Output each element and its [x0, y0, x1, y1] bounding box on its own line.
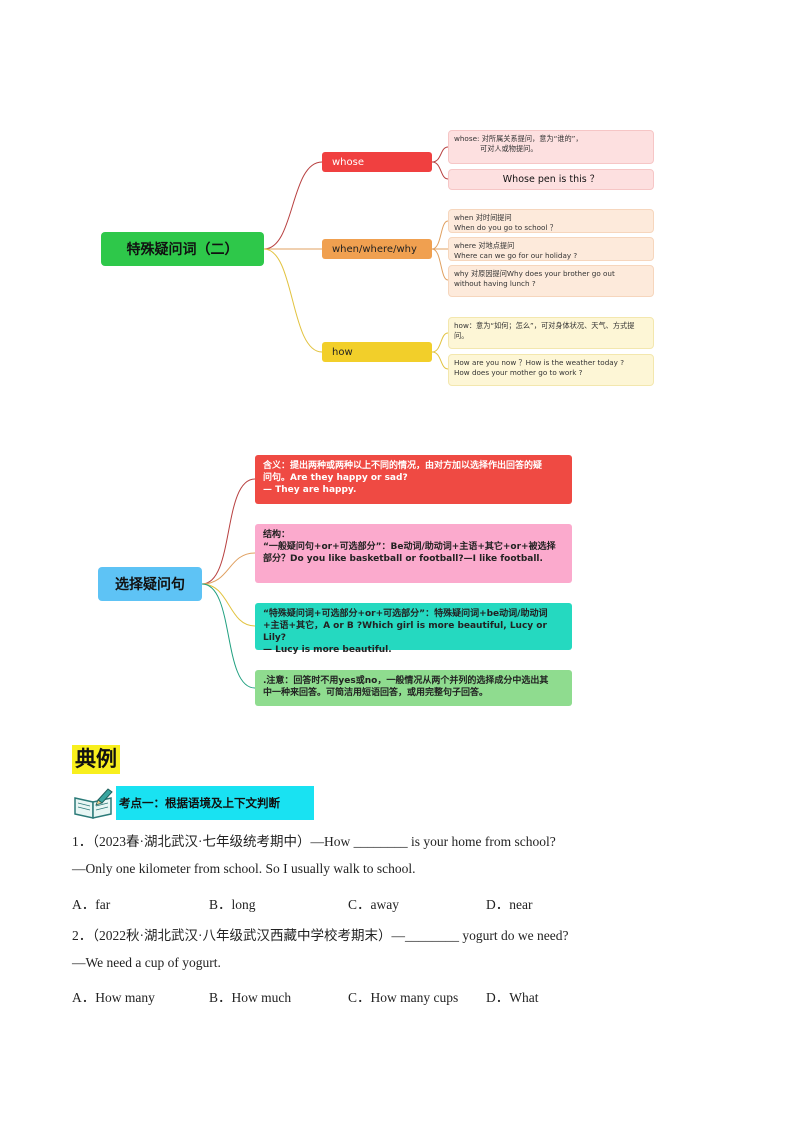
special-question-line2: +主语+其它，A or B ?Which girl is more beauti… — [263, 621, 547, 643]
question-1-option-c[interactable]: C．away — [348, 897, 399, 912]
special-question-line1: “特殊疑问词+可选部分+or+可选部分”：特殊疑问词+be动词/助动词 — [263, 609, 548, 619]
meaning-line2: 问句。Are they happy or sad? — [263, 473, 408, 483]
meaning-box: 含义：提出两种或两种以上不同的情况，由对方加以选择作出回答的疑 问句。Are t… — [255, 455, 572, 504]
meaning-line1: 含义：提出两种或两种以上不同的情况，由对方加以选择作出回答的疑 — [263, 461, 543, 471]
meaning-line3: — They are happy. — [263, 485, 357, 495]
where-leaf-line2: Where can we go for our holiday ? — [454, 250, 578, 260]
why-leaf-line1: why 对原因提问Why does your brother go out — [454, 269, 615, 278]
branch-whose: whose — [322, 152, 432, 172]
section-heading: 典例 — [72, 745, 120, 774]
how-example-line1: How are you now ？How is the weather toda… — [454, 358, 625, 367]
how-definition-line2: 问。 — [454, 330, 469, 340]
kaodian-label: 考点一：根据语境及上下文判断 — [116, 786, 314, 820]
when-leaf-line2: When do you go to school ？ — [454, 222, 557, 232]
question-2-option-b[interactable]: B．How much — [209, 990, 292, 1005]
whose-definition-leaf: whose: 对所属关系提问，意为“谁的”， 可对人或物提问。 — [448, 130, 654, 164]
note-line2: 中一种来回答。可简洁用短语回答，或用完整句子回答。 — [263, 688, 489, 698]
where-leaf-line1: where 对地点提问 — [454, 241, 515, 250]
how-example-leaf: How are you now ？How is the weather toda… — [448, 354, 654, 386]
structure-box: 结构： “一般疑问句+or+可选部分”：Be动词/助动词+主语+其它+or+被选… — [255, 524, 572, 583]
special-question-box: “特殊疑问词+可选部分+or+可选部分”：特殊疑问词+be动词/助动词 +主语+… — [255, 603, 572, 655]
whose-definition-line1: whose: 对所属关系提问，意为“谁的”， — [454, 134, 583, 143]
whose-definition-line2: 可对人或物提问。 — [480, 143, 538, 153]
question-2-stem: 2．（2022秋·湖北武汉·八年级武汉西藏中学校考期末）—________ yo… — [72, 928, 569, 943]
question-1-option-d[interactable]: D．near — [486, 897, 533, 912]
question-1-option-a[interactable]: A．far — [72, 897, 111, 912]
why-leaf: why 对原因提问Why does your brother go out wi… — [448, 265, 654, 297]
when-leaf: when 对时间提问 When do you go to school ？ — [448, 209, 654, 233]
special-question-line3: — Lucy is more beautiful. — [263, 645, 392, 655]
book-pencil-icon — [72, 786, 116, 820]
question-2-option-d[interactable]: D．What — [486, 990, 539, 1005]
branch-how: how — [322, 342, 432, 362]
mindmap1-root: 特殊疑问词（二） — [101, 232, 264, 266]
structure-line3: 部分？Do you like basketball or football?—I… — [263, 554, 543, 564]
note-box: .注意：回答时不用yes或no，一般情况从两个并列的选择成分中选出其 中一种来回… — [255, 670, 572, 706]
question-1-option-b[interactable]: B．long — [209, 897, 256, 912]
mindmap2-root: 选择疑问句 — [98, 567, 202, 601]
where-leaf: where 对地点提问 Where can we go for our holi… — [448, 237, 654, 261]
structure-line2: “一般疑问句+or+可选部分”：Be动词/助动词+主语+其它+or+被选择 — [263, 542, 556, 552]
question-2-answer-line: —We need a cup of yogurt. — [72, 955, 221, 970]
question-2-option-a[interactable]: A．How many — [72, 990, 155, 1005]
whose-example-leaf: Whose pen is this ？ — [448, 169, 654, 190]
question-2-option-c[interactable]: C．How many cups — [348, 990, 459, 1005]
note-line1: .注意：回答时不用yes或no，一般情况从两个并列的选择成分中选出其 — [263, 676, 549, 686]
question-1-answer-line: —Only one kilometer from school. So I us… — [72, 861, 416, 876]
how-example-line2: How does your mother go to work ? — [454, 367, 583, 377]
structure-line1: 结构： — [263, 530, 291, 540]
how-definition-line1: how：意为“如何；怎么”，可对身体状况、天气、方式提 — [454, 321, 635, 330]
question-1-stem: 1．（2023春·湖北武汉·七年级统考期中）—How ________ is y… — [72, 834, 556, 849]
when-leaf-line1: when 对时间提问 — [454, 213, 512, 222]
why-leaf-line2: without having lunch ? — [454, 278, 536, 288]
branch-when-where-why: when/where/why — [322, 239, 432, 259]
how-definition-leaf: how：意为“如何；怎么”，可对身体状况、天气、方式提 问。 — [448, 317, 654, 349]
